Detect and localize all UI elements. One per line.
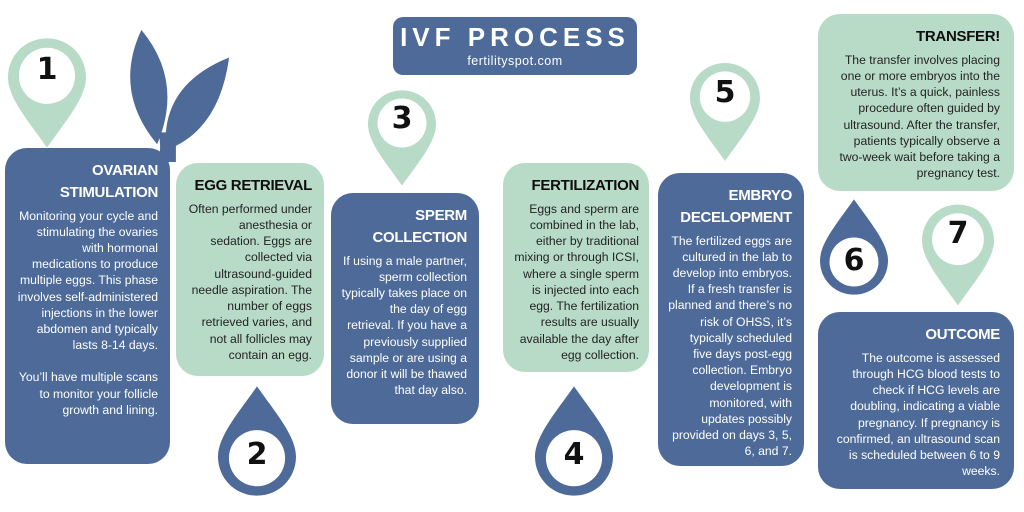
step-number: 1 <box>36 52 58 88</box>
step-number: 5 <box>714 75 736 110</box>
step-heading: OUTCOME <box>925 326 1000 343</box>
map-pin-icon <box>8 38 86 148</box>
step-body: Monitoring your cycle and stimulating th… <box>17 208 158 353</box>
step-body: The outcome is assessed through HCG bloo… <box>836 350 1000 479</box>
map-pin-icon <box>690 63 760 161</box>
step-2-card: EGG RETRIEVAL Often performed under anes… <box>176 163 324 376</box>
drop-pin-icon <box>820 199 888 295</box>
drop-pin-icon <box>218 386 296 496</box>
step-body: The transfer involves placing one or mor… <box>839 52 1000 181</box>
step-4-pin: 4 <box>535 385 613 497</box>
step-body-2: You’ll have multiple scans to monitor yo… <box>18 370 158 417</box>
step-body: The fertilized eggs are cultured in the … <box>668 233 792 459</box>
step-3-card: SPERM COLLECTION If using a male partner… <box>331 193 479 424</box>
step-number: 2 <box>246 436 268 472</box>
step-6-card: TRANSFER! The transfer involves placing … <box>818 14 1014 191</box>
drop-pin-icon <box>535 386 613 496</box>
step-body: Eggs and sperm are combined in the lab, … <box>514 201 639 362</box>
step-7-card: OUTCOME The outcome is assessed through … <box>818 312 1014 489</box>
step-body: Often performed under anesthesia or seda… <box>188 201 312 362</box>
title-banner: IVF PROCESS fertilityspot.com <box>393 17 637 75</box>
step-heading: EMBRYO DECELOPMENT <box>680 187 792 226</box>
step-1-pin: 1 <box>8 38 86 148</box>
step-4-card: FERTILIZATION Eggs and sperm are combine… <box>503 163 649 372</box>
step-heading: SPERM COLLECTION <box>372 207 468 246</box>
step-3-pin: 3 <box>368 88 436 188</box>
map-pin-icon <box>368 90 436 186</box>
step-body: If using a male partner, sperm collectio… <box>341 253 467 398</box>
step-1-card: OVARIAN STIMULATION Monitoring your cycl… <box>5 148 170 464</box>
leaf-icon <box>130 29 230 162</box>
step-number: 6 <box>843 242 865 278</box>
step-5-pin: 5 <box>690 62 760 162</box>
step-number: 3 <box>391 101 413 136</box>
step-heading: OVARIAN STIMULATION <box>59 162 158 201</box>
title-text: IVF PROCESS <box>400 22 630 53</box>
step-number: 4 <box>563 436 585 472</box>
map-pin-icon <box>922 204 994 306</box>
step-number: 7 <box>947 215 969 251</box>
step-heading: FERTILIZATION <box>531 177 640 194</box>
step-7-pin: 7 <box>922 202 994 308</box>
title-subtitle: fertilityspot.com <box>467 53 563 68</box>
step-2-pin: 2 <box>218 385 296 497</box>
step-5-card: EMBRYO DECELOPMENT The fertilized eggs a… <box>658 173 804 466</box>
step-heading: EGG RETRIEVAL <box>194 177 313 194</box>
step-6-pin: 6 <box>820 193 888 301</box>
step-heading: TRANSFER! <box>916 28 1000 45</box>
